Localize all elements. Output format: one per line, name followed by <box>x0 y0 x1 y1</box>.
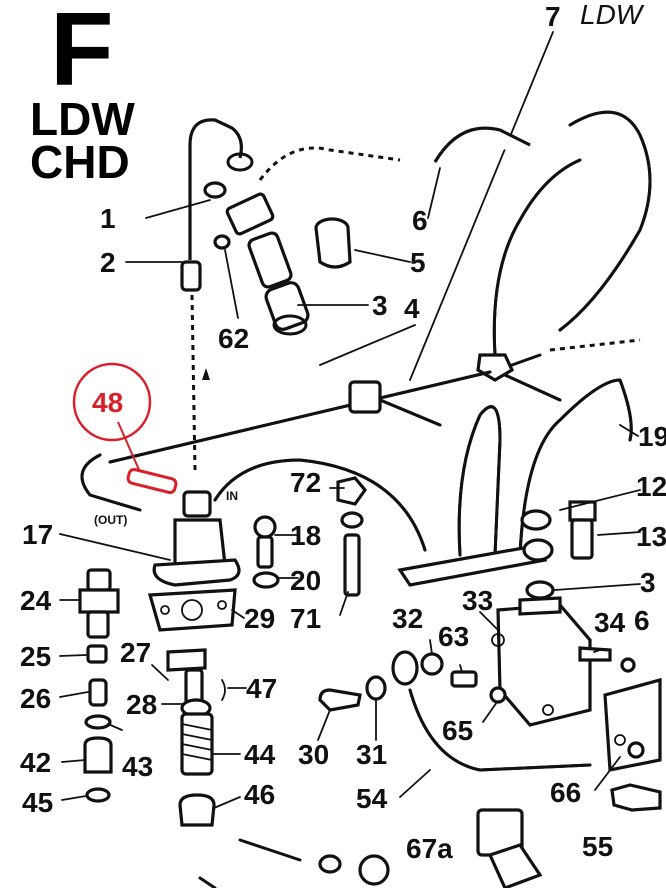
return-rail <box>108 370 562 464</box>
callout-1: 1 <box>100 203 116 234</box>
highlight-label: 48 <box>92 387 123 418</box>
ref-number-7: 7 <box>545 1 561 32</box>
highlight-leader <box>117 421 141 473</box>
callout-47: 47 <box>246 673 277 704</box>
callout-6x: 6 <box>634 605 650 636</box>
in-marker: IN <box>226 489 238 503</box>
bottom-parts <box>198 808 543 888</box>
ref-text: LDW <box>580 0 645 30</box>
callout-71: 71 <box>290 603 321 634</box>
callout-4: 4 <box>404 293 420 324</box>
highlighted-fitting <box>126 467 178 495</box>
callout-33: 33 <box>462 585 493 616</box>
callout-65: 65 <box>442 715 473 746</box>
leader-7 <box>409 31 554 381</box>
callout-54: 54 <box>356 783 388 814</box>
callout-25: 25 <box>20 641 51 672</box>
valve-stack-left <box>78 568 120 803</box>
callout-5: 5 <box>410 247 426 278</box>
injector-part <box>203 146 401 336</box>
callout-3b: 3 <box>640 567 656 598</box>
out-marker: (OUT) <box>94 513 127 527</box>
banjo-pipe-assembly <box>318 650 592 772</box>
callout-26: 26 <box>20 683 51 714</box>
callout-63: 63 <box>438 621 469 652</box>
callout-67a: 67a <box>406 833 453 864</box>
feed-hoses-19 <box>80 378 633 587</box>
callout-12: 12 <box>636 471 666 502</box>
callout-24: 24 <box>20 585 52 616</box>
injector-pipe-part <box>180 118 254 471</box>
callout-2: 2 <box>100 247 116 278</box>
callout-31: 31 <box>356 739 387 770</box>
fuel-pump-17 <box>147 490 241 632</box>
leader-lines <box>59 167 641 809</box>
callout-32: 32 <box>392 603 423 634</box>
callout-72: 72 <box>290 467 321 498</box>
fuel-hose-assembly <box>476 110 652 382</box>
section-letter: F <box>50 0 114 108</box>
callout-19: 19 <box>638 421 666 452</box>
plunger-spring-assembly <box>166 648 226 827</box>
callout-30: 30 <box>298 739 329 770</box>
callout-34: 34 <box>594 607 626 638</box>
callout-28: 28 <box>126 689 157 720</box>
callout-13: 13 <box>636 521 666 552</box>
cap-part-5 <box>314 217 352 269</box>
callout-27: 27 <box>120 637 151 668</box>
highlighted-part-48: 48 <box>72 362 178 495</box>
callout-66: 66 <box>550 777 581 808</box>
model-line-1: LDW <box>30 93 135 145</box>
callout-17: 17 <box>22 519 53 550</box>
callout-44: 44 <box>244 739 276 770</box>
model-line-2: CHD <box>30 136 130 188</box>
callout-18: 18 <box>290 520 321 551</box>
return-hose-6 <box>433 126 531 163</box>
callout-45: 45 <box>22 787 53 818</box>
fuel-block-33 <box>450 580 592 727</box>
callout-43: 43 <box>122 751 153 782</box>
callout-62: 62 <box>218 323 249 354</box>
callout-46: 46 <box>244 779 275 810</box>
highlight-ring <box>72 362 152 442</box>
callout-20: 20 <box>290 565 321 596</box>
small-parts-18-20-71-72 <box>252 476 368 597</box>
callout-42: 42 <box>20 747 51 778</box>
callout-55: 55 <box>582 831 613 862</box>
callout-3: 3 <box>372 290 388 321</box>
bracket-right <box>578 646 662 812</box>
callout-29: 29 <box>244 603 275 634</box>
callout-6: 6 <box>412 205 428 236</box>
